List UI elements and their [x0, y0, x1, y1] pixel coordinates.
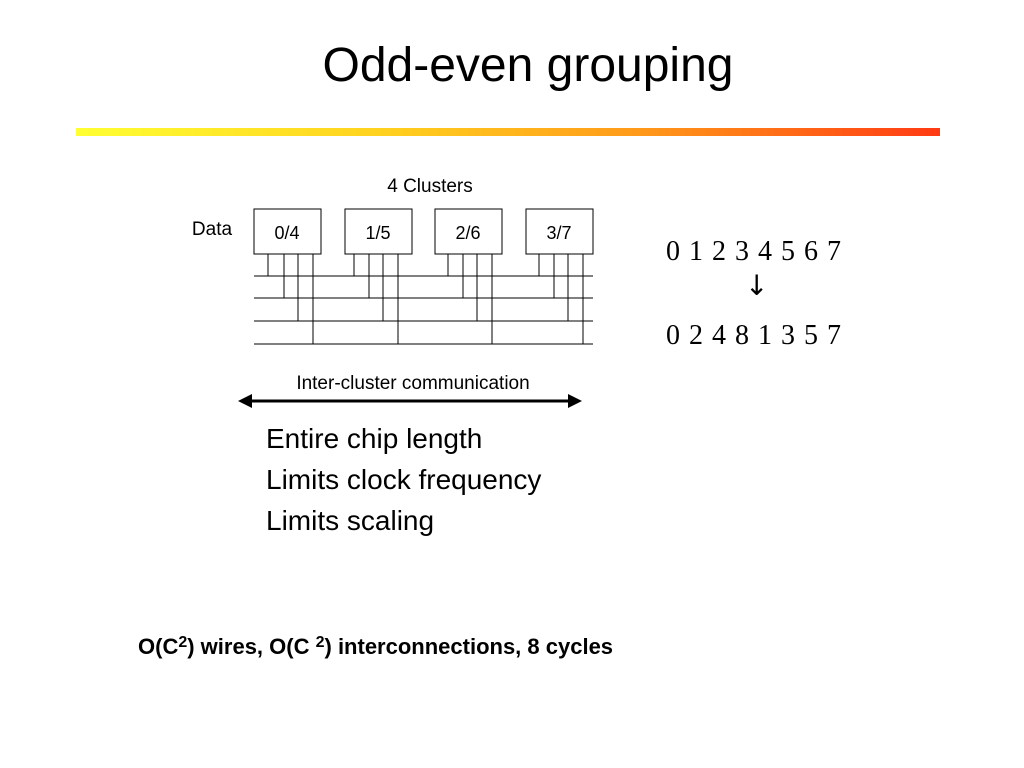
cluster-box-3: 3/7	[525, 208, 594, 255]
complexity-statement: O(C2) wires, O(C 2) interconnections, 8 …	[138, 634, 613, 660]
sequence-output: 0 2 4 8 1 3 5 7	[666, 320, 842, 351]
exponent: 2	[178, 634, 188, 651]
cluster-box-1: 1/5	[344, 208, 413, 255]
slide-title: Odd-even grouping	[322, 39, 734, 92]
cluster-label: 0/4	[274, 223, 299, 243]
comm-label: Inter-cluster communication	[296, 373, 529, 394]
sequence-input: 0 1 2 3 4 5 6 7	[666, 236, 842, 267]
cluster-label: 2/6	[455, 223, 480, 243]
point-item: Limits clock frequency	[266, 464, 542, 495]
clusters-label: 4 Clusters	[387, 176, 473, 197]
complexity-part: ) wires, O(C	[187, 634, 316, 659]
double-arrow-icon	[238, 394, 582, 408]
cluster-box-2: 2/6	[434, 208, 503, 255]
complexity-part: ) interconnections, 8 cycles	[324, 634, 614, 659]
points-list: Entire chip length Limits clock frequenc…	[266, 418, 541, 541]
point-item: Limits scaling	[266, 505, 435, 536]
exponent: 2	[315, 634, 325, 651]
cluster-box-0: 0/4	[253, 208, 322, 255]
down-arrow-icon: ↓	[745, 269, 769, 302]
title-accent-rule	[76, 128, 940, 136]
cluster-label: 1/5	[365, 223, 390, 243]
bus-lines	[254, 275, 593, 345]
cluster-taps	[267, 254, 584, 344]
complexity-part: O(C	[138, 634, 179, 659]
data-label: Data	[192, 219, 233, 240]
point-item: Entire chip length	[266, 423, 483, 454]
cluster-label: 3/7	[546, 223, 571, 243]
